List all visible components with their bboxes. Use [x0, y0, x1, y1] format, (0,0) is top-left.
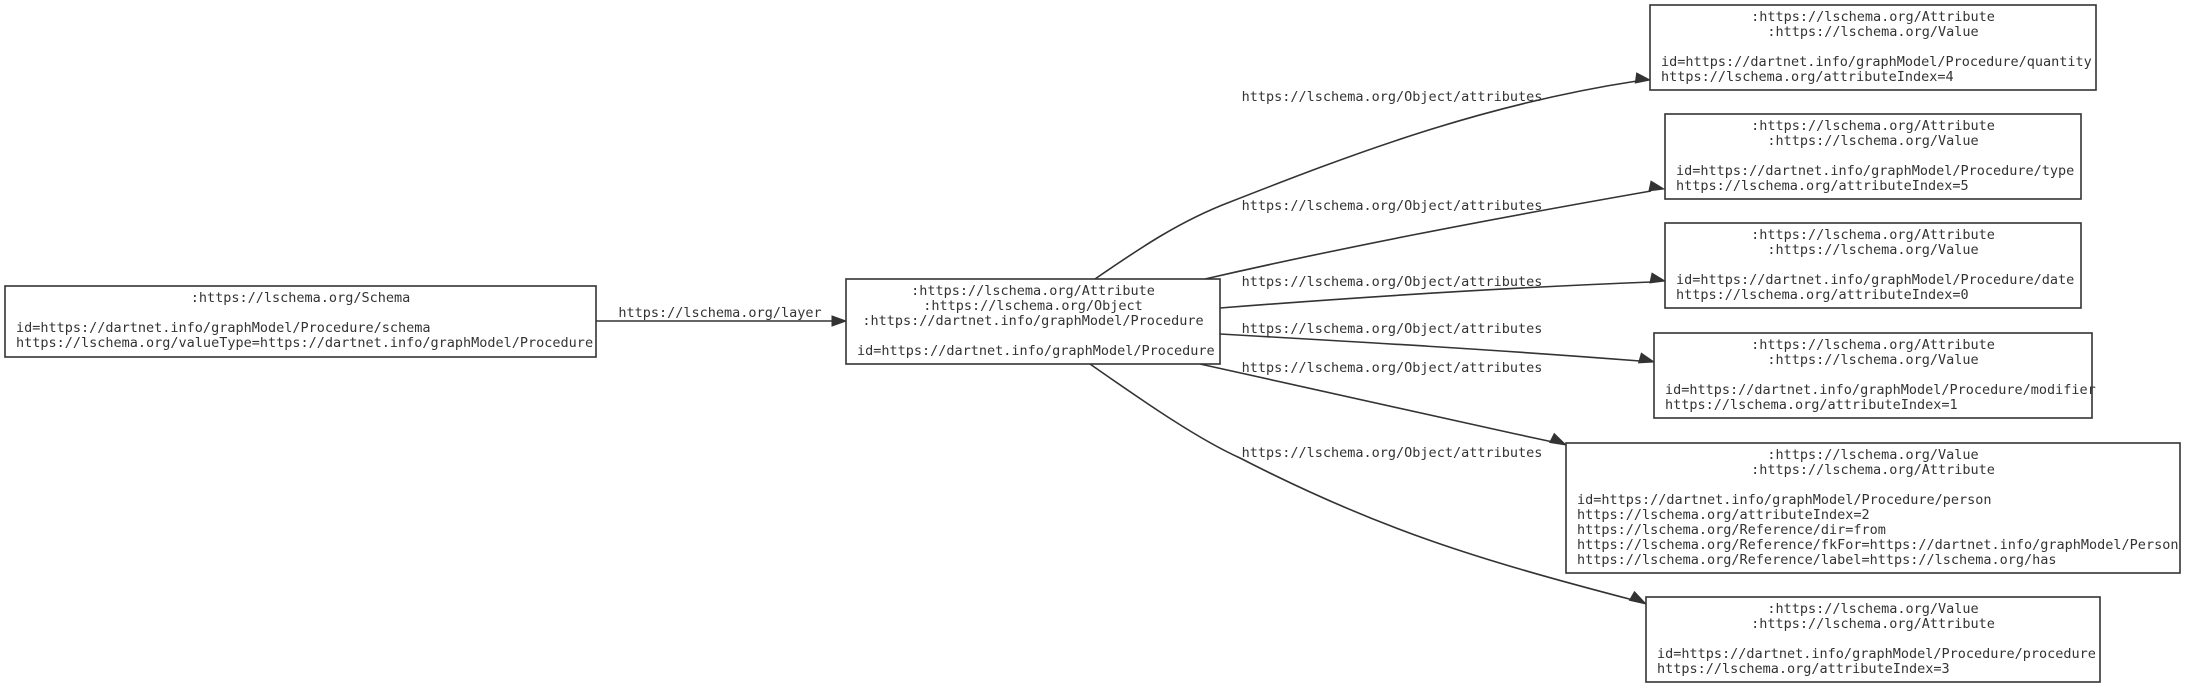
- edge: https://lschema.org/Object/attributes: [1094, 72, 1652, 280]
- edge-line: [1199, 363, 1554, 443]
- node-box: [4, 285, 597, 358]
- edge-label: https://lschema.org/Object/attributes: [1242, 321, 1543, 337]
- node-property: id=https://dartnet.info/graphModel/Proce…: [1676, 272, 2074, 288]
- node-property: https://lschema.org/attributeIndex=0: [1676, 287, 1969, 303]
- edge: https://lschema.org/Object/attributes: [1219, 321, 1656, 364]
- node-type: :https://lschema.org/Attribute:https://l…: [1664, 113, 2082, 200]
- arrowhead-icon: [1637, 352, 1656, 364]
- node-property: https://lschema.org/attributeIndex=3: [1657, 661, 1950, 677]
- arrowhead-icon: [831, 315, 848, 327]
- node-procedure-attr: :https://lschema.org/Value:https://lsche…: [1645, 596, 2101, 683]
- node-box: [1664, 113, 2082, 200]
- edge-label: https://lschema.org/Object/attributes: [1242, 360, 1543, 376]
- node-property: https://lschema.org/attributeIndex=5: [1676, 178, 1969, 194]
- node-type-label: :https://lschema.org/Value: [1767, 447, 1978, 463]
- node-property: id=https://dartnet.info/graphModel/Proce…: [1657, 646, 2096, 662]
- node-property: https://lschema.org/attributeIndex=2: [1577, 507, 1870, 523]
- node-box: [845, 278, 1221, 365]
- arrowhead-icon: [1628, 590, 1648, 605]
- edge: https://lschema.org/layer: [596, 305, 848, 327]
- node-type-label: :https://lschema.org/Value: [1767, 242, 1978, 258]
- edges-layer: https://lschema.org/layer https://lschema…: [596, 72, 1667, 605]
- node-box: [1649, 4, 2097, 91]
- node-type-label: :https://lschema.org/Value: [1767, 24, 1978, 40]
- edge-line: [1204, 190, 1652, 280]
- node-type-label: :https://lschema.org/Value: [1767, 352, 1978, 368]
- node-property: id=https://dartnet.info/graphModel/Proce…: [857, 343, 1215, 359]
- node-type-label: :https://dartnet.info/graphModel/Procedu…: [862, 313, 1203, 329]
- edge-line: [1219, 281, 1652, 309]
- arrowhead-icon: [1549, 432, 1568, 446]
- node-type-label: :https://lschema.org/Attribute: [1751, 118, 1995, 134]
- node-quantity: :https://lschema.org/Attribute:https://l…: [1649, 4, 2097, 91]
- node-box: [1565, 442, 2181, 574]
- node-property: https://lschema.org/Reference/fkFor=http…: [1577, 537, 2178, 553]
- node-property: id=https://dartnet.info/graphModel/Proce…: [1661, 54, 2092, 70]
- node-type-label: :https://lschema.org/Attribute: [1751, 462, 1995, 478]
- node-type-label: :https://lschema.org/Attribute: [1751, 9, 1995, 25]
- edge-label: https://lschema.org/Object/attributes: [1242, 198, 1543, 214]
- edge-line: [1089, 363, 1634, 601]
- node-box: [1664, 222, 2082, 309]
- node-modifier: :https://lschema.org/Attribute:https://l…: [1653, 332, 2096, 419]
- edge: https://lschema.org/Object/attributes: [1219, 272, 1667, 309]
- node-procedure: :https://lschema.org/Attribute:https://l…: [845, 278, 1221, 365]
- node-property: id=https://dartnet.info/graphModel/Proce…: [1676, 163, 2074, 179]
- edge-label: https://lschema.org/Object/attributes: [1242, 445, 1543, 461]
- node-property: https://lschema.org/valueType=https://da…: [16, 335, 593, 351]
- node-property: https://lschema.org/Reference/label=http…: [1577, 552, 2057, 568]
- node-box: [1645, 596, 2101, 683]
- node-type-label: :https://lschema.org/Attribute: [1751, 227, 1995, 243]
- edge-line: [1219, 333, 1641, 362]
- edge-line: [1094, 80, 1638, 280]
- arrowhead-icon: [1648, 180, 1666, 192]
- edge: https://lschema.org/Object/attributes: [1199, 360, 1568, 446]
- nodes-layer: :https://lschema.org/Schema id=https://da…: [4, 4, 2181, 683]
- node-property: https://lschema.org/attributeIndex=4: [1661, 69, 1954, 85]
- node-type-label: :https://lschema.org/Attribute: [1751, 337, 1995, 353]
- arrowhead-icon: [1649, 272, 1667, 284]
- edge-label: https://lschema.org/layer: [618, 305, 821, 321]
- arrowhead-icon: [1634, 72, 1652, 84]
- node-date: :https://lschema.org/Attribute:https://l…: [1664, 222, 2082, 309]
- node-person: :https://lschema.org/Value:https://lsche…: [1565, 442, 2181, 574]
- node-property: https://lschema.org/Reference/dir=from: [1577, 522, 1886, 538]
- node-property: id=https://dartnet.info/graphModel/Proce…: [1577, 492, 1992, 508]
- edge: https://lschema.org/Object/attributes: [1204, 180, 1666, 280]
- edge: https://lschema.org/Object/attributes: [1089, 363, 1648, 605]
- node-type-label: :https://lschema.org/Schema: [191, 290, 410, 306]
- edge-label: https://lschema.org/Object/attributes: [1242, 274, 1543, 290]
- node-type-label: :https://lschema.org/Attribute: [911, 283, 1155, 299]
- node-property: https://lschema.org/attributeIndex=1: [1665, 397, 1958, 413]
- node-type-label: :https://lschema.org/Object: [923, 298, 1142, 314]
- edge-label: https://lschema.org/Object/attributes: [1242, 89, 1543, 105]
- node-type-label: :https://lschema.org/Attribute: [1751, 616, 1995, 632]
- node-schema: :https://lschema.org/Schema id=https://da…: [4, 285, 597, 358]
- node-property: id=https://dartnet.info/graphModel/Proce…: [16, 320, 431, 336]
- node-property: id=https://dartnet.info/graphModel/Proce…: [1665, 382, 2096, 398]
- node-type-label: :https://lschema.org/Value: [1767, 601, 1978, 617]
- node-type-label: :https://lschema.org/Value: [1767, 133, 1978, 149]
- node-box: [1653, 332, 2093, 419]
